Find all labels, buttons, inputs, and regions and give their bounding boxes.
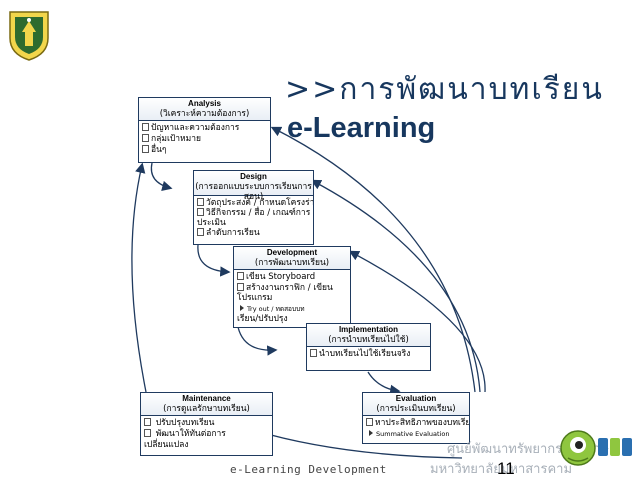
checkbox-icon bbox=[142, 134, 149, 142]
list-item: ประเมิน bbox=[197, 218, 226, 228]
checkbox-icon bbox=[237, 272, 244, 280]
arrow-design-development bbox=[197, 244, 231, 277]
evaluation-subtitle: (การประเมินบทเรียน) bbox=[376, 404, 456, 414]
checkbox-icon bbox=[197, 208, 204, 216]
list-item: พัฒนาให้ทันต่อการ bbox=[144, 429, 269, 440]
checkbox-icon bbox=[144, 429, 151, 437]
implementation-box: Implementation (การนำบทเรียนไปใช้) นำบทเ… bbox=[306, 323, 431, 371]
maintenance-list: ปรับปรุงบทเรียน พัฒนาให้ทันต่อการ เปลี่ย… bbox=[141, 416, 272, 453]
maintenance-header: Maintenance (การดูแลรักษาบทเรียน) bbox=[141, 393, 272, 416]
list-item: ปรับปรุงบทเรียน bbox=[144, 418, 269, 429]
evaluation-header: Evaluation (การประเมินบทเรียน) bbox=[363, 393, 469, 416]
slide-title-english: e-Learning bbox=[287, 112, 436, 144]
analysis-subtitle: (วิเคราะห์ความต้องการ) bbox=[159, 109, 250, 119]
analysis-box: Analysis (วิเคราะห์ความต้องการ) ปัญหาและ… bbox=[138, 97, 271, 163]
slide-title-thai: >>การพัฒนาบทเรียน bbox=[285, 72, 604, 107]
arrow-development-implementation bbox=[237, 326, 278, 356]
list-item: หาประสิทธิภาพของบทเรียน bbox=[366, 418, 469, 429]
triangle-bullet-icon bbox=[240, 304, 244, 311]
implementation-list: นำบทเรียนไปใช้เรียนจริง bbox=[307, 347, 430, 362]
implementation-title: Implementation bbox=[338, 325, 399, 334]
implementation-header: Implementation (การนำบทเรียนไปใช้) bbox=[307, 324, 430, 347]
arrow-evaluation-development bbox=[348, 250, 486, 393]
list-item: วัตถุประสงค์ / กำหนดโครงร่าง bbox=[197, 198, 313, 208]
maintenance-title: Maintenance bbox=[182, 394, 231, 403]
maintenance-box: Maintenance (การดูแลรักษาบทเรียน) ปรับปร… bbox=[140, 392, 273, 456]
list-item: เขียน Storyboard bbox=[237, 272, 347, 283]
development-subtitle: (การพัฒนาบทเรียน) bbox=[254, 258, 330, 268]
list-item: ลำดับการเรียน bbox=[197, 228, 310, 238]
development-box: Development (การพัฒนาบทเรียน) เขียน Stor… bbox=[233, 246, 351, 328]
footer-text: e-Learning Development bbox=[230, 463, 387, 476]
list-item: สร้างงานกราฟิก / เขียน bbox=[237, 282, 347, 294]
evaluation-list: หาประสิทธิภาพของบทเรียน Summative Evalua… bbox=[363, 416, 469, 442]
list-item: กลุ่มเป้าหมาย bbox=[142, 134, 267, 145]
design-list: วัตถุประสงค์ / กำหนดโครงร่าง วิธีกิจกรรม… bbox=[194, 196, 313, 240]
triangle-bullet-icon bbox=[369, 430, 373, 436]
list-item: วิธีกิจกรรม / สื่อ / เกณฑ์การ bbox=[197, 208, 310, 218]
development-list: เขียน Storyboard สร้างงานกราฟิก / เขียน … bbox=[234, 270, 350, 327]
arrow-analysis-design bbox=[150, 162, 173, 191]
arrow-implementation-evaluation bbox=[367, 371, 401, 395]
list-item: Try out / ทดสอบบท bbox=[237, 304, 347, 315]
analysis-header: Analysis (วิเคราะห์ความต้องการ) bbox=[139, 98, 270, 121]
checkbox-icon bbox=[197, 198, 204, 206]
checkbox-icon bbox=[310, 349, 317, 357]
checkbox-icon bbox=[197, 228, 204, 236]
list-item: อื่นๆ bbox=[142, 145, 267, 156]
design-subtitle: (การออกแบบระบบการเรียนการสอน) bbox=[195, 182, 312, 202]
evaluation-title: Evaluation bbox=[395, 394, 437, 403]
design-header: Design (การออกแบบระบบการเรียนการสอน) bbox=[194, 171, 313, 202]
checkbox-icon bbox=[237, 282, 244, 291]
university-seal-icon bbox=[9, 11, 49, 61]
implementation-subtitle: (การนำบทเรียนไปใช้) bbox=[328, 335, 409, 345]
checkbox-icon bbox=[144, 418, 151, 426]
design-box: Design (การออกแบบระบบการเรียนการสอน) วัต… bbox=[193, 170, 314, 245]
list-item: เปลี่ยนแปลง bbox=[144, 440, 189, 450]
evaluation-box: Evaluation (การประเมินบทเรียน) หาประสิทธ… bbox=[362, 392, 470, 444]
development-title: Development bbox=[266, 248, 318, 257]
list-item: Summative Evaluation bbox=[366, 429, 466, 440]
development-header: Development (การพัฒนาบทเรียน) bbox=[234, 247, 350, 270]
list-item: เรียน/ปรับปรุง bbox=[237, 314, 288, 324]
analysis-list: ปัญหาและความต้องการ กลุ่มเป้าหมาย อื่นๆ bbox=[139, 121, 270, 158]
checkbox-icon bbox=[142, 145, 149, 153]
watermark-line2: มหาวิทยาลัยมหาสารคาม bbox=[430, 462, 573, 477]
list-item: ปัญหาและความต้องการ bbox=[142, 123, 267, 134]
page-number: 11 bbox=[497, 459, 515, 478]
checkbox-icon bbox=[142, 123, 149, 131]
list-item: โปรแกรม bbox=[237, 293, 273, 303]
analysis-title: Analysis bbox=[188, 99, 221, 108]
mascot-icon bbox=[560, 430, 632, 466]
checkbox-icon bbox=[366, 418, 373, 426]
design-title: Design bbox=[240, 172, 267, 181]
arrow-maintenance-analysis bbox=[131, 162, 147, 393]
maintenance-subtitle: (การดูแลรักษาบทเรียน) bbox=[163, 404, 250, 414]
list-item: นำบทเรียนไปใช้เรียนจริง bbox=[310, 349, 427, 360]
